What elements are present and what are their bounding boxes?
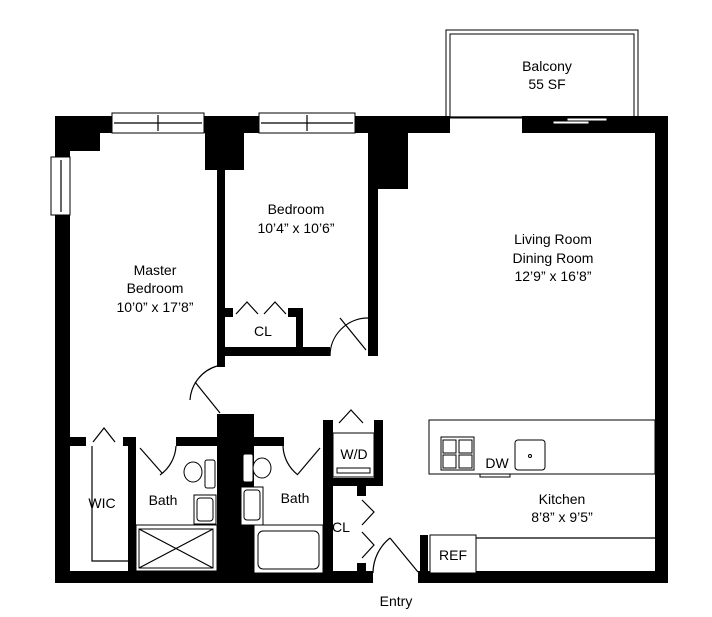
master-bedroom-label: Master bbox=[134, 262, 177, 278]
bedroom-size: 10’4” x 10’6” bbox=[257, 220, 334, 236]
refrigerator-label: REF bbox=[439, 547, 467, 563]
doors bbox=[92, 301, 419, 574]
exterior-walls bbox=[55, 116, 668, 583]
master-bedroom-label-2: Bedroom bbox=[127, 280, 184, 296]
living-room-label: Living Room bbox=[514, 231, 592, 247]
kitchen-counter: DW bbox=[428, 419, 656, 478]
window-master-side bbox=[50, 156, 71, 216]
hall-closet-label: CL bbox=[332, 519, 350, 535]
kitchen-label: Kitchen bbox=[539, 491, 586, 507]
washer-dryer-label: W/D bbox=[340, 446, 367, 462]
sliding-door-balcony bbox=[450, 116, 608, 125]
dishwasher-label: DW bbox=[485, 455, 509, 471]
living-room-size: 12’9” x 16’8” bbox=[514, 268, 591, 284]
entry-label: Entry bbox=[380, 593, 413, 609]
balcony-size: 55 SF bbox=[528, 76, 565, 92]
balcony: Balcony 55 SF bbox=[445, 29, 639, 119]
window-master-top bbox=[111, 112, 205, 134]
hall-bath-fixtures bbox=[240, 453, 324, 574]
wic-rod bbox=[91, 446, 128, 562]
hall-bath-label: Bath bbox=[281, 490, 310, 506]
washer-dryer: W/D bbox=[332, 432, 375, 478]
refrigerator: REF bbox=[429, 534, 655, 574]
master-bath-fixtures bbox=[135, 459, 218, 572]
balcony-label: Balcony bbox=[522, 58, 572, 74]
master-bedroom-size: 10’0” x 17’8” bbox=[116, 299, 193, 315]
wic-label: WIC bbox=[88, 495, 115, 511]
dining-room-label: Dining Room bbox=[513, 250, 594, 266]
kitchen-size: 8’8” x 9’5” bbox=[531, 509, 593, 525]
interior-walls bbox=[55, 116, 428, 573]
bedroom-closet-label: CL bbox=[254, 323, 272, 339]
window-bedroom-top bbox=[258, 112, 356, 134]
master-bath-label: Bath bbox=[149, 492, 178, 508]
bedroom-label: Bedroom bbox=[268, 201, 325, 217]
